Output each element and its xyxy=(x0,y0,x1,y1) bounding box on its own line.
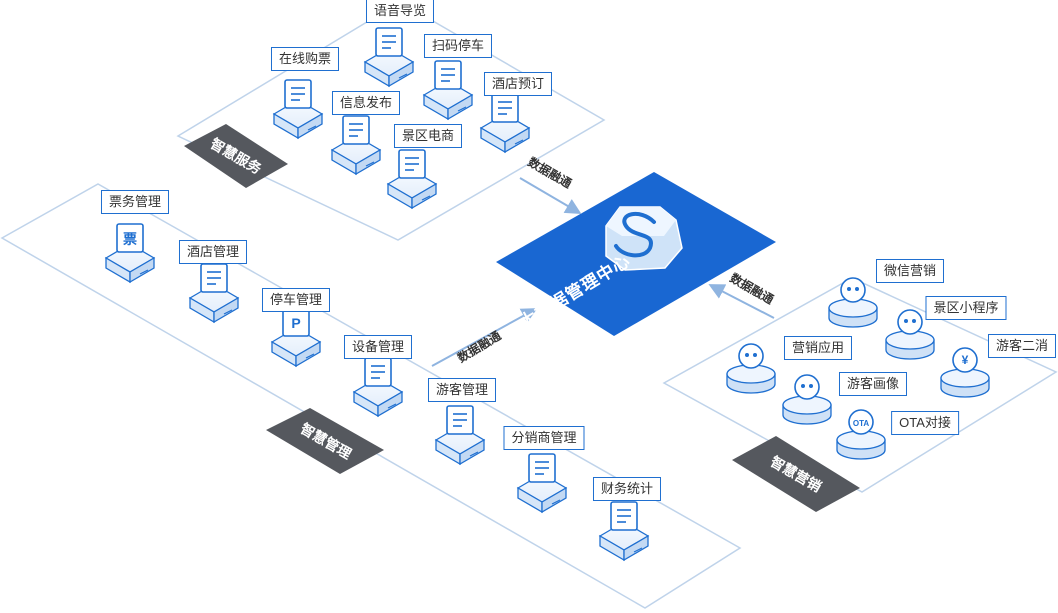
service-audio-guide-label: 语音导览 xyxy=(365,0,435,23)
management-visitor-label: 游客管理 xyxy=(427,378,497,402)
marketing-marketing-app-label: 营销应用 xyxy=(783,336,853,360)
service-info-publish-icon xyxy=(330,115,382,176)
marketing-ota-icon: OTA xyxy=(836,409,886,460)
svg-text:OTA: OTA xyxy=(853,419,870,428)
management-device-label: 设备管理 xyxy=(343,335,413,359)
management-finance-icon xyxy=(598,501,650,562)
marketing-wechat-icon xyxy=(828,277,878,328)
service-online-ticket-label: 在线购票 xyxy=(270,47,340,71)
management-visitor-icon xyxy=(434,405,486,466)
service-info-publish-label: 信息发布 xyxy=(331,91,401,115)
marketing-wechat-label: 微信营销 xyxy=(875,259,945,283)
marketing-marketing-app-icon xyxy=(726,343,776,394)
management-parking-label: 停车管理 xyxy=(261,288,331,312)
flow-arrow-management xyxy=(431,308,538,367)
flow-arrow-marketing xyxy=(708,284,775,319)
service-scan-parking-label: 扫码停车 xyxy=(423,34,493,58)
svg-text:¥: ¥ xyxy=(962,353,969,367)
management-ticket-label: 票务管理 xyxy=(100,190,170,214)
service-platform xyxy=(176,1,606,241)
service-online-ticket-icon xyxy=(272,79,324,140)
management-finance-label: 财务统计 xyxy=(592,477,662,501)
management-parking-icon: P xyxy=(270,307,322,368)
tag-management-shape xyxy=(266,408,384,474)
service-hotel-booking-label: 酒店预订 xyxy=(483,72,553,96)
svg-text:票: 票 xyxy=(123,231,137,247)
management-ticket-icon: 票 xyxy=(104,223,156,284)
marketing-visitor-profile-label: 游客画像 xyxy=(838,372,908,396)
management-hotel-icon xyxy=(188,263,240,324)
marketing-ota-label: OTA对接 xyxy=(891,411,959,435)
hub-octagon-icon xyxy=(605,206,683,271)
marketing-secondary-spend-label: 游客二消 xyxy=(987,334,1057,358)
marketing-mini-program-icon xyxy=(885,309,935,360)
tag-marketing-shape xyxy=(732,436,860,512)
service-scenic-ecommerce-label: 景区电商 xyxy=(393,124,463,148)
tag-service-shape xyxy=(184,124,288,188)
management-hotel-label: 酒店管理 xyxy=(178,240,248,264)
marketing-visitor-profile-icon xyxy=(782,374,832,425)
management-distributor-label: 分销商管理 xyxy=(503,426,585,450)
svg-text:P: P xyxy=(291,315,300,331)
marketing-mini-program-label: 景区小程序 xyxy=(925,296,1007,320)
management-distributor-icon xyxy=(516,453,568,514)
service-scenic-ecommerce-icon xyxy=(386,149,438,210)
service-scan-parking-icon xyxy=(422,60,474,121)
flow-arrow-service xyxy=(519,177,582,215)
service-audio-guide-icon xyxy=(363,27,415,88)
marketing-secondary-spend-icon: ¥ xyxy=(940,347,990,398)
